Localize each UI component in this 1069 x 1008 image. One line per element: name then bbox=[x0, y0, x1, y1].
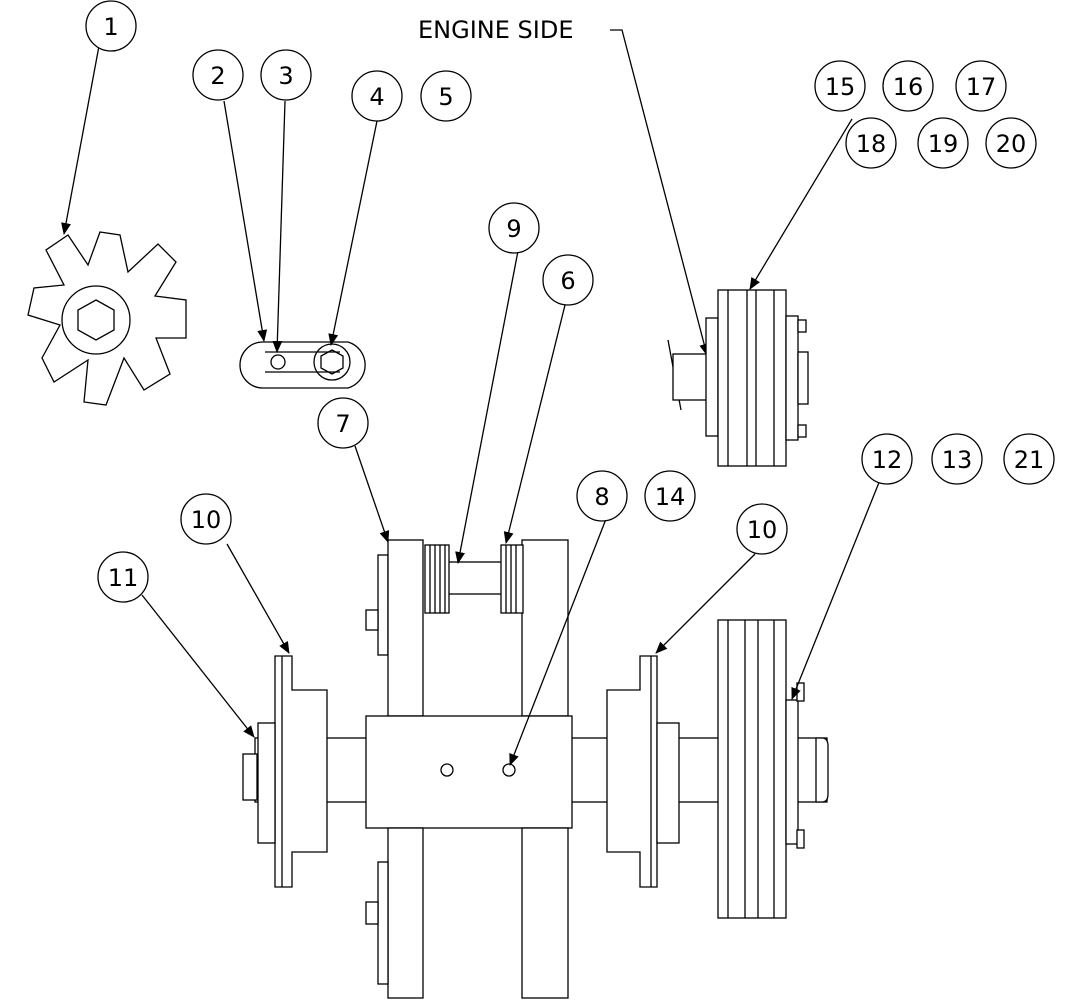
balloon-2: 2 bbox=[192, 49, 244, 101]
part-engine-pulley bbox=[667, 289, 809, 467]
balloon-7: 7 bbox=[317, 397, 369, 449]
svg-text:18: 18 bbox=[856, 130, 887, 158]
balloon-6: 6 bbox=[542, 254, 594, 306]
balloon-17: 17 bbox=[955, 60, 1007, 112]
svg-text:13: 13 bbox=[942, 446, 973, 474]
balloon-3: 3 bbox=[260, 49, 312, 101]
balloon-5: 5 bbox=[420, 70, 472, 122]
svg-text:21: 21 bbox=[1014, 446, 1045, 474]
svg-text:1: 1 bbox=[103, 13, 118, 41]
part-star-wheel bbox=[27, 231, 187, 406]
svg-text:17: 17 bbox=[966, 73, 997, 101]
part-link-bar bbox=[239, 341, 366, 389]
svg-text:5: 5 bbox=[438, 83, 453, 111]
svg-text:7: 7 bbox=[335, 410, 350, 438]
svg-text:15: 15 bbox=[825, 73, 856, 101]
balloon-1: 1 bbox=[85, 0, 137, 52]
balloon-9: 9 bbox=[488, 202, 540, 254]
engine-side-label: ENGINE SIDE bbox=[418, 16, 574, 44]
engine-side-leader bbox=[610, 29, 710, 356]
leader-lines bbox=[61, 45, 881, 766]
balloon-15: 15 bbox=[814, 60, 866, 112]
svg-text:9: 9 bbox=[506, 215, 521, 243]
svg-text:3: 3 bbox=[278, 62, 293, 90]
svg-text:16: 16 bbox=[893, 73, 924, 101]
balloon-13: 13 bbox=[931, 433, 983, 485]
balloon-14: 14 bbox=[644, 470, 696, 522]
balloon-4: 4 bbox=[351, 70, 403, 122]
svg-text:10: 10 bbox=[747, 516, 778, 544]
balloon-21: 21 bbox=[1003, 433, 1055, 485]
svg-text:8: 8 bbox=[594, 483, 609, 511]
svg-text:19: 19 bbox=[928, 130, 959, 158]
part-main-assembly bbox=[242, 539, 829, 999]
balloon-10-left: 10 bbox=[180, 493, 232, 545]
svg-text:6: 6 bbox=[560, 267, 575, 295]
balloon-16: 16 bbox=[882, 60, 934, 112]
svg-text:11: 11 bbox=[108, 564, 139, 592]
balloon-19: 19 bbox=[917, 117, 969, 169]
svg-text:2: 2 bbox=[210, 62, 225, 90]
svg-text:12: 12 bbox=[872, 446, 903, 474]
svg-text:10: 10 bbox=[191, 506, 222, 534]
balloon-18: 18 bbox=[845, 117, 897, 169]
balloon-12: 12 bbox=[861, 433, 913, 485]
svg-text:20: 20 bbox=[996, 130, 1027, 158]
balloon-11: 11 bbox=[97, 551, 149, 603]
balloon-20: 20 bbox=[985, 117, 1037, 169]
svg-text:4: 4 bbox=[369, 83, 384, 111]
balloon-8: 8 bbox=[576, 470, 628, 522]
balloon-10-right: 10 bbox=[736, 503, 788, 555]
svg-text:14: 14 bbox=[655, 483, 686, 511]
